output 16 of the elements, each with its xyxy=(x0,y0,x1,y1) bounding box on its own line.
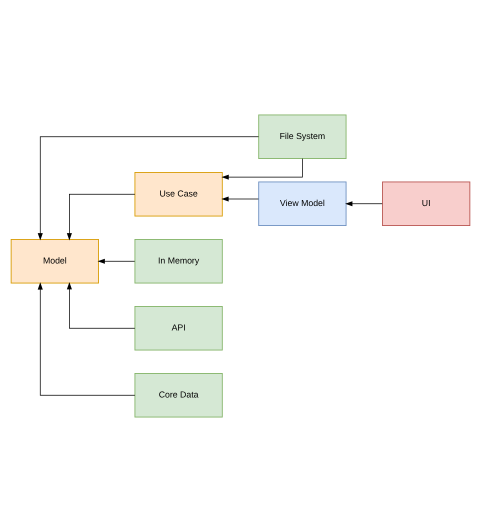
node-box: UI xyxy=(382,181,470,226)
node-box: In Memory xyxy=(134,238,223,284)
arrow xyxy=(98,258,135,264)
arrow xyxy=(38,282,136,396)
arrow xyxy=(38,136,259,240)
node-box: Use Case xyxy=(134,172,223,217)
arrow xyxy=(66,194,136,240)
arrow xyxy=(221,158,303,180)
node-box: API xyxy=(134,306,223,351)
arrow xyxy=(66,282,136,329)
arrow xyxy=(345,201,383,206)
node-box: File System xyxy=(258,114,347,160)
node-box: Model xyxy=(10,238,99,284)
node-box: View Model xyxy=(258,181,347,226)
node-box: Core Data xyxy=(134,372,223,418)
arrow xyxy=(221,196,259,202)
